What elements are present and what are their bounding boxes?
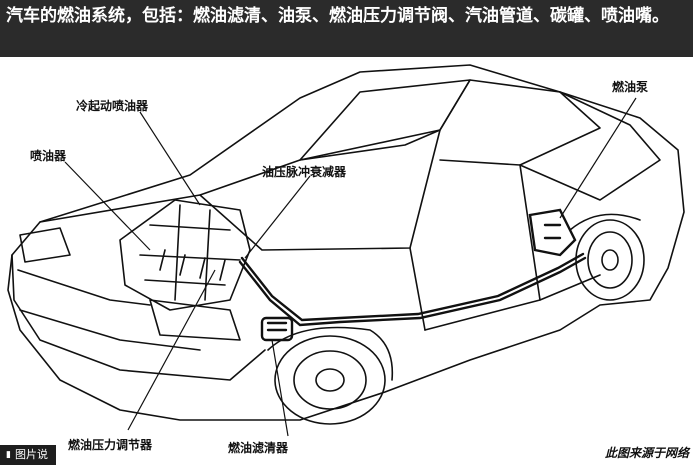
- car-illustration: [0, 57, 693, 465]
- label-pulsation-damper: 油压脉冲衰减器: [262, 163, 346, 180]
- hood-line: [40, 130, 440, 222]
- label-fuel-pump: 燃油泵: [612, 78, 648, 95]
- image-credit: 此图来源于网络: [605, 444, 689, 461]
- label-cold-start-injector: 冷起动喷油器: [76, 97, 148, 114]
- caption-text: 汽车的燃油系统，包括：燃油滤清、油泵、燃油压力调节阀、汽油管道、碳罐、喷油嘴。: [6, 4, 686, 28]
- leader-pump: [560, 98, 636, 218]
- label-injector: 喷油器: [30, 147, 66, 164]
- caption-bar: 汽车的燃油系统，包括：燃油滤清、油泵、燃油压力调节阀、汽油管道、碳罐、喷油嘴。: [0, 0, 693, 57]
- leader-damper: [245, 176, 310, 258]
- label-pressure-regulator: 燃油压力调节器: [68, 436, 152, 453]
- leader-cold-start: [140, 112, 200, 205]
- picture-icon: ▮: [6, 445, 11, 465]
- label-fuel-filter: 燃油滤清器: [228, 439, 288, 456]
- fuel-system-diagram: 冷起动喷油器 喷油器 油压脉冲衰减器 燃油泵 燃油压力调节器 燃油滤清器 ▮ 图…: [0, 57, 693, 465]
- headlight-left: [20, 228, 70, 262]
- picture-caption-badge[interactable]: ▮ 图片说: [0, 445, 56, 465]
- fuel-pump-unit: [530, 210, 575, 255]
- badge-text: 图片说: [15, 445, 48, 465]
